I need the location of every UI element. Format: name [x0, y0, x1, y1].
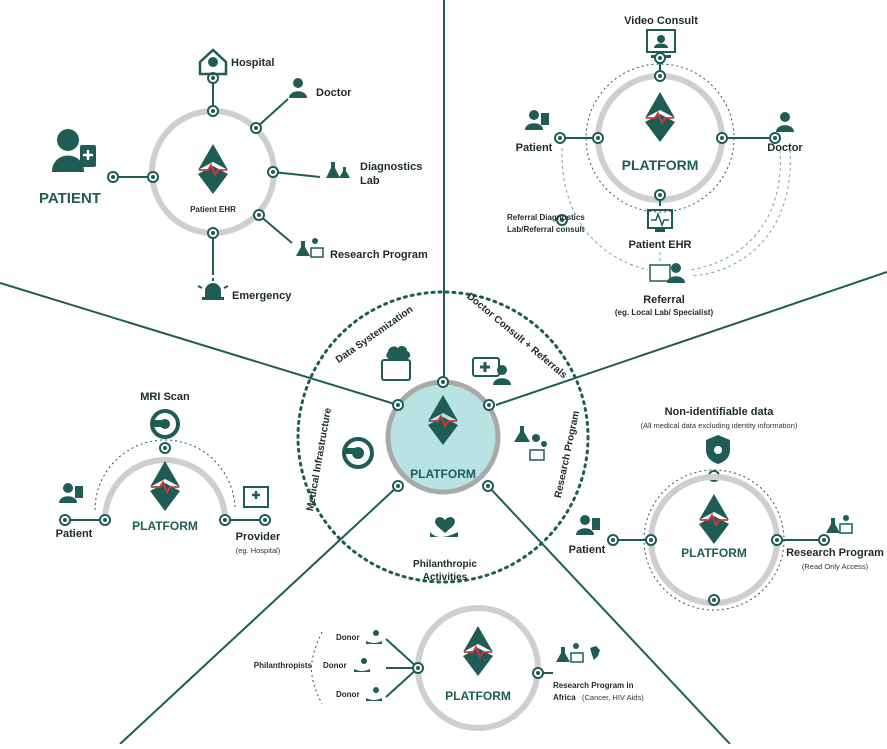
left-platform-label: PLATFORM — [132, 519, 198, 533]
center-dotted-ring — [296, 290, 590, 584]
patient-icon-right — [576, 515, 600, 535]
doctor-icon-tl — [289, 78, 307, 98]
research-icon-right — [826, 515, 853, 534]
donor-hand-icon-2 — [354, 658, 370, 672]
hospital-building-icon — [243, 486, 269, 508]
hospital-icon — [198, 48, 228, 76]
heart-hand-icon — [430, 517, 458, 537]
africa-research-icon — [556, 643, 600, 663]
referral-curves — [561, 147, 791, 277]
segment-philanthropic-line2: Activities — [423, 572, 468, 583]
divider-bottom-left — [119, 485, 399, 745]
patient-large-label: PATIENT — [39, 190, 101, 207]
patient-label-left: Patient — [56, 528, 93, 540]
section-left: MRI Scan PLATFORM Patient Provider (eg. … — [56, 391, 281, 555]
center-node-bottom-right — [482, 480, 494, 492]
non-identifiable-title: Non-identifiable data — [665, 406, 775, 418]
referral-sub-label: (eg. Local Lab/ Specialist) — [615, 308, 714, 317]
mri-icon-center — [342, 437, 374, 469]
research-sub-right: (Read Only Access) — [802, 562, 869, 571]
segment-medical-infrastructure: Medical Infrastructure — [305, 407, 334, 512]
divider-right — [495, 271, 887, 406]
referral-note-line1: Referral Diagnostics — [507, 213, 585, 222]
diagnostics-label-line2: Lab — [360, 175, 380, 187]
research-label-right: Research Program — [786, 547, 884, 559]
patient-icon-tr — [525, 110, 549, 130]
patient-large-icon — [52, 129, 96, 172]
patient-label-tr: Patient — [516, 142, 553, 154]
center-node-bottom-left — [392, 480, 404, 492]
emergency-icon — [197, 278, 229, 300]
hospital-label: Hospital — [231, 57, 274, 69]
segment-philanthropic-line1: Philanthropic — [413, 559, 477, 570]
provider-sub-label: (eg. Hospital) — [236, 546, 281, 555]
center-platform-label: PLATFORM — [410, 467, 476, 481]
donor-label-1: Donor — [336, 633, 360, 642]
patient-ehr-label-tr: Patient EHR — [629, 239, 692, 251]
divider-bottom-right — [487, 485, 731, 745]
cloud-data-icon — [381, 345, 411, 381]
section-top-left: Patient EHR PATIENT Hospital — [39, 48, 428, 302]
patient-icon-left — [59, 483, 83, 503]
doctor-label-tr: Doctor — [767, 142, 803, 154]
center-node-right — [483, 399, 495, 411]
philanthropists-label: Philanthropists — [254, 661, 313, 670]
right-platform-label: PLATFORM — [681, 546, 747, 560]
donor-label-2: Donor — [323, 661, 347, 670]
diagnostics-label-line1: Diagnostics — [360, 161, 422, 173]
africa-research-label-2: Africa — [553, 693, 576, 702]
patient-ehr-label: Patient EHR — [190, 205, 236, 214]
divider-left — [0, 282, 399, 406]
video-consult-label: Video Consult — [624, 15, 698, 27]
top-left-logo-icon — [197, 143, 229, 195]
mri-scan-icon — [150, 409, 180, 439]
provider-label: Provider — [236, 531, 281, 543]
referral-lab-icon — [649, 263, 685, 283]
africa-research-label-1: Research Program in — [553, 681, 634, 690]
africa-research-sub: (Cancer, HIV Aids) — [582, 693, 644, 702]
segment-research-program: Research Program — [553, 410, 582, 499]
research-icon-tl — [296, 238, 324, 258]
referral-label: Referral — [643, 294, 685, 306]
donor-label-3: Donor — [336, 690, 360, 699]
top-right-platform-label: PLATFORM — [622, 157, 699, 173]
center-node-top — [437, 376, 449, 388]
donor-hand-icon-1 — [366, 630, 382, 644]
section-bottom: PLATFORM Philanthropists Donor Donor Don… — [254, 605, 644, 731]
left-arc — [102, 457, 228, 521]
shield-icon — [706, 435, 730, 464]
doctor-icon-tr — [776, 112, 794, 132]
donor-hand-icon-3 — [366, 687, 382, 701]
lab-icon-center — [514, 426, 547, 461]
patient-ehr-monitor-icon — [647, 209, 673, 232]
bottom-platform-label: PLATFORM — [445, 689, 511, 703]
center-node-left — [392, 399, 404, 411]
referral-note-line2: Lab/Referral consult — [507, 225, 585, 234]
doctor-consult-icon — [472, 357, 511, 385]
diagnostics-flask-icon — [326, 162, 350, 178]
section-top-right: Video Consult PLATFORM Patient Doctor Re… — [507, 15, 803, 317]
mri-label: MRI Scan — [140, 391, 190, 403]
patient-label-right: Patient — [569, 544, 606, 556]
doctor-label-tl: Doctor — [316, 87, 352, 99]
non-identifiable-subtitle: (All medical data excluding identity inf… — [641, 421, 798, 430]
emergency-label: Emergency — [232, 290, 292, 302]
section-right: Non-identifiable data (All medical data … — [569, 406, 884, 611]
research-label-tl: Research Program — [330, 249, 428, 261]
